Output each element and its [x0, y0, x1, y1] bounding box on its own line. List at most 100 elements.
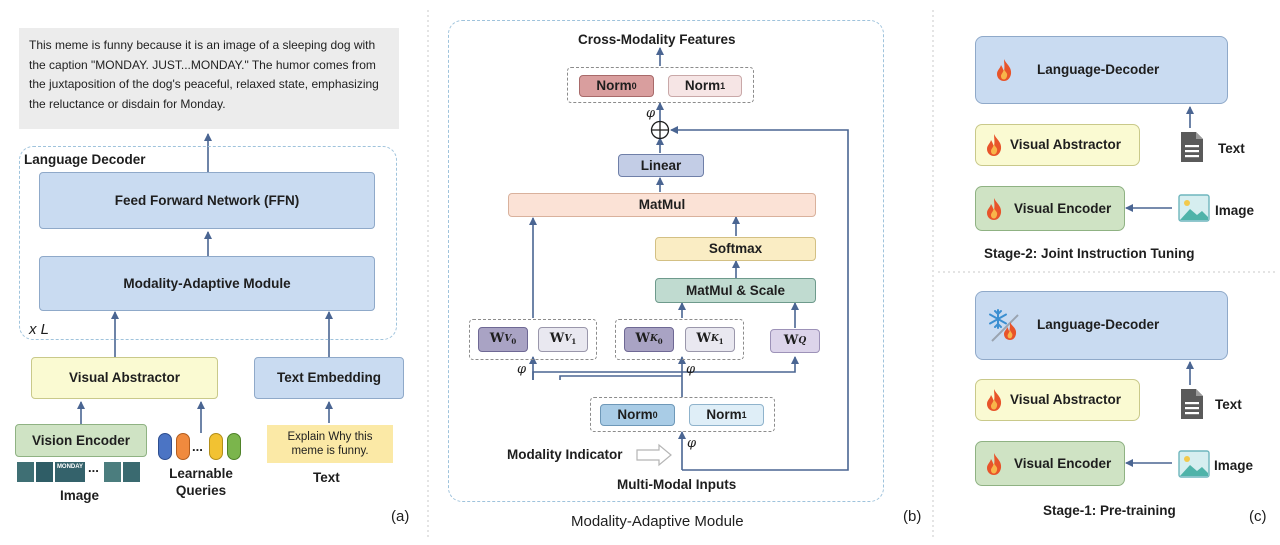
text-label: Text — [313, 470, 340, 485]
norm-label: Norm — [617, 407, 653, 423]
stage2-encoder-box: Visual Encoder — [975, 186, 1125, 231]
panel-b-caption: (b) — [903, 508, 922, 525]
w-label: W — [783, 332, 799, 348]
phi-label: φ — [686, 362, 696, 377]
norm-label: Norm — [706, 407, 742, 423]
text-embedding-label: Text Embedding — [276, 370, 381, 386]
image-thumbnail — [123, 462, 140, 482]
stage2-text-label: Text — [1218, 141, 1245, 156]
image-label: Image — [60, 488, 100, 503]
norm-label: Norm — [684, 78, 721, 94]
thumbnail-caption: MONDAY — [56, 464, 84, 470]
stage1-encoder-box: Visual Encoder — [975, 441, 1125, 486]
stage1-abstractor-label: Visual Abstractor — [1010, 392, 1122, 408]
norm-label: Norm — [596, 78, 632, 94]
document-icon — [1181, 389, 1203, 419]
phi-label: φ — [646, 106, 656, 121]
softmax-box: Softmax — [655, 237, 816, 261]
panel-c-caption: (c) — [1249, 508, 1267, 525]
matmul-box: MatMul — [508, 193, 816, 217]
flame-icon — [997, 59, 1012, 81]
mam-label: Modality-Adaptive Module — [123, 275, 291, 291]
linear-label: Linear — [640, 157, 682, 173]
image-icon — [1178, 450, 1210, 478]
matmul-scale-label: MatMul & Scale — [685, 282, 786, 298]
visual-abstractor-box: Visual Abstractor — [31, 357, 218, 399]
stage2-language-decoder-box — [975, 36, 1228, 104]
w-label: W — [489, 331, 505, 347]
stage2-decoder-label: Language-Decoder — [1037, 62, 1160, 77]
modality-indicator-label: Modality Indicator — [507, 447, 623, 462]
stage1-image-label: Image — [1214, 458, 1254, 473]
phi-label: φ — [687, 436, 697, 451]
image-icon — [1178, 194, 1210, 222]
ellipsis: ... — [88, 460, 99, 475]
bottom-norm-group — [590, 397, 775, 432]
stage1-abstractor-box: Visual Abstractor — [975, 379, 1140, 421]
multi-modal-inputs-label: Multi-Modal Inputs — [617, 477, 737, 492]
stage1-decoder-label: Language-Decoder — [1037, 317, 1160, 332]
norm-subscript: 0 — [652, 409, 658, 420]
matmul-scale-box: MatMul & Scale — [655, 278, 816, 303]
cross-modality-features-label: Cross-Modality Features — [578, 32, 736, 47]
visual-abstractor-label: Visual Abstractor — [68, 370, 181, 386]
prompt-box: Explain Why this meme is funny. — [267, 425, 393, 463]
stage1-text-label: Text — [1215, 397, 1242, 412]
vision-encoder-box: Vision Encoder — [15, 424, 147, 457]
panel-a-caption: (a) — [391, 508, 410, 525]
top-norm-group — [567, 67, 754, 103]
softmax-label: Softmax — [708, 241, 763, 257]
w-label: W — [635, 331, 650, 347]
snowflake-icon — [989, 309, 1019, 342]
ellipsis: ... — [192, 439, 203, 454]
output-text: This meme is funny because it is an imag… — [29, 38, 379, 111]
modality-adaptive-module-box: Modality-Adaptive Module — [39, 256, 375, 311]
learnable-queries-label: Learnable Queries — [169, 466, 233, 498]
image-thumbnail: MONDAY — [55, 462, 85, 482]
output-text-box: This meme is funny because it is an imag… — [19, 28, 399, 129]
ffn-label: Feed Forward Network (FFN) — [114, 192, 300, 208]
linear-box: Linear — [618, 154, 704, 177]
query-token — [227, 433, 241, 460]
flame-icon — [987, 134, 1002, 156]
stage2-title: Stage-2: Joint Instruction Tuning — [984, 246, 1195, 261]
ffn-box: Feed Forward Network (FFN) — [39, 172, 375, 229]
stage2-abstractor-label: Visual Abstractor — [1010, 137, 1122, 153]
learnable-queries: ... — [158, 433, 242, 461]
stage2-image-label: Image — [1215, 203, 1255, 218]
norm-subscript: 1 — [720, 80, 726, 91]
stage1-title: Stage-1: Pre-training — [1043, 503, 1176, 518]
stage2-abstractor-box: Visual Abstractor — [975, 124, 1140, 166]
key-weights-group — [615, 319, 744, 360]
matmul-label: MatMul — [638, 197, 686, 213]
w-label: W — [549, 331, 565, 347]
language-decoder-container — [19, 146, 397, 340]
stage2-encoder-label: Visual Encoder — [1014, 200, 1112, 216]
w-label: W — [696, 331, 711, 347]
text-embedding-box: Text Embedding — [254, 357, 404, 399]
vision-encoder-label: Vision Encoder — [31, 432, 131, 448]
query-token — [176, 433, 190, 460]
image-thumbnail — [17, 462, 34, 482]
flame-icon — [987, 197, 1002, 220]
residual-arrow — [670, 126, 849, 471]
flame-icon — [987, 389, 1002, 411]
language-decoder-title: Language Decoder — [24, 152, 146, 167]
flame-icon — [987, 452, 1002, 475]
norm-subscript: 0 — [631, 80, 637, 91]
image-thumbnail — [104, 462, 121, 482]
module-container — [448, 20, 884, 502]
phi-label: φ — [517, 362, 527, 377]
value-weights-group — [469, 319, 597, 360]
modality-indicator-arrow-icon — [636, 443, 672, 467]
